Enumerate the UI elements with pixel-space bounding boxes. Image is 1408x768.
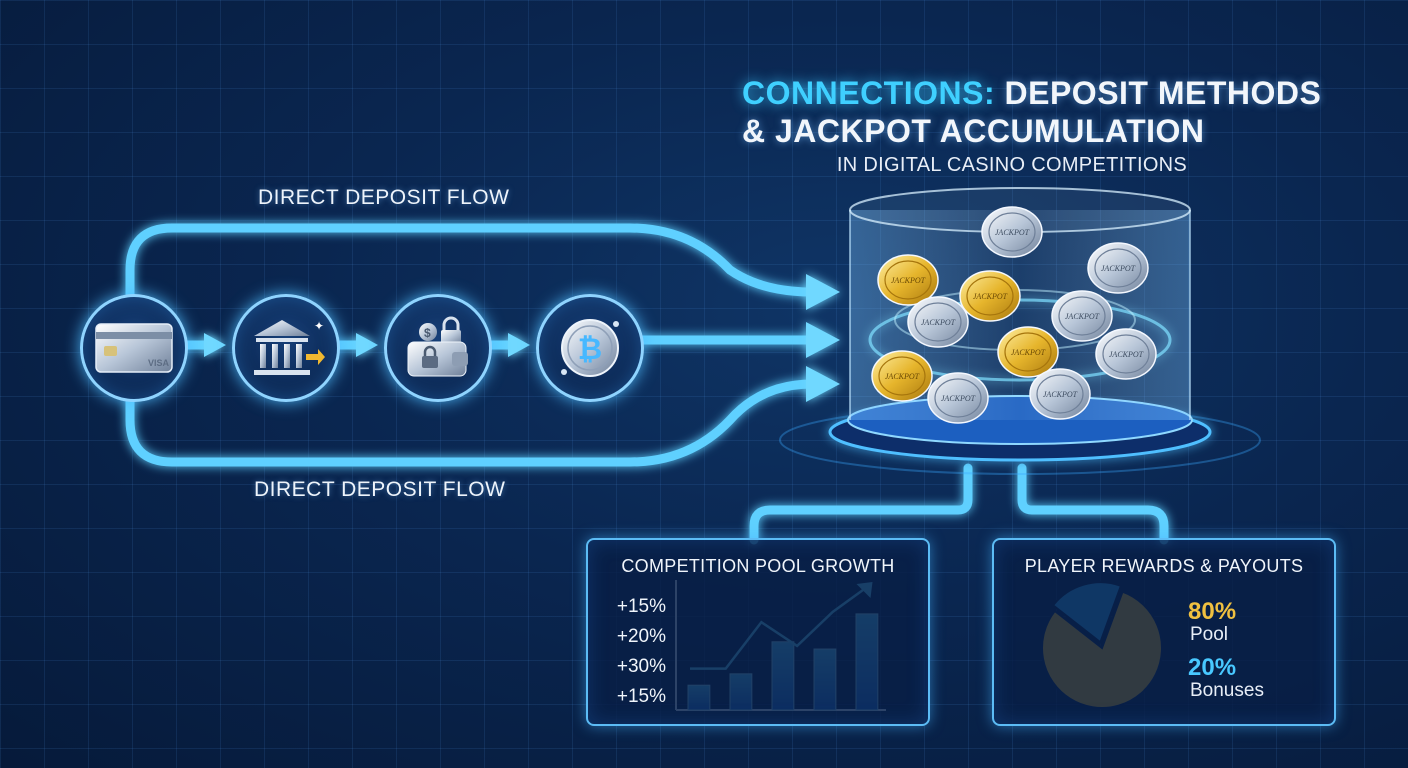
jackpot-coin-6: JACKPOT xyxy=(1051,290,1113,342)
coin-label: JACKPOT xyxy=(973,292,1008,301)
pool-to-rewards-path xyxy=(1017,463,1169,545)
svg-text:₿: ₿ xyxy=(578,332,602,367)
coin-label: JACKPOT xyxy=(1011,348,1046,357)
jackpot-coin-9: JACKPOT xyxy=(871,350,933,402)
coin-label: JACKPOT xyxy=(885,372,920,381)
jackpot-coin-11: JACKPOT xyxy=(1029,368,1091,420)
pool-growth-title: COMPETITION POOL GROWTH xyxy=(621,556,895,576)
rewards-panel: PLAYER REWARDS & PAYOUTS 80% Pool 20% Bo… xyxy=(992,538,1336,726)
jackpot-coin-7: JACKPOT xyxy=(997,326,1059,378)
arrow-link-2 xyxy=(356,333,378,357)
page-subtitle: IN DIGITAL CASINO COMPETITIONS xyxy=(836,154,1188,176)
arrow-middle xyxy=(806,322,840,358)
bank-node: ✦ xyxy=(232,294,340,402)
coin-label: JACKPOT xyxy=(1043,390,1078,399)
tick-label-1: +15% xyxy=(616,596,666,617)
top-flow-label: DIRECT DEPOSIT FLOW xyxy=(258,186,510,209)
arrow-link-1 xyxy=(204,333,226,357)
pool-percent: 80% xyxy=(1188,598,1237,625)
tick-label-4: +15% xyxy=(616,686,666,707)
pool-to-growth-path xyxy=(749,463,973,545)
coin-label: JACKPOT xyxy=(1101,264,1136,273)
svg-text:✦: ✦ xyxy=(314,319,324,333)
jackpot-coin-1: JACKPOT xyxy=(981,206,1043,258)
e-wallet-node: $ xyxy=(384,294,492,402)
top-flow-path xyxy=(125,223,817,305)
svg-text:$: $ xyxy=(424,326,431,340)
bitcoin-icon: ₿ xyxy=(561,319,619,377)
e-wallet-icon: $ xyxy=(407,316,468,377)
card-brand: VISA xyxy=(148,358,170,368)
bottom-flow-path xyxy=(125,335,817,467)
tick-label-3: +30% xyxy=(616,656,666,677)
bitcoin-node: ₿ xyxy=(536,294,644,402)
bonuses-label: Bonuses xyxy=(1190,680,1264,701)
coin-label: JACKPOT xyxy=(891,276,926,285)
pool-label: Pool xyxy=(1190,624,1229,645)
pool-growth-panel: COMPETITION POOL GROWTH +15% +20% +30% +… xyxy=(586,538,930,726)
arrow-link-3 xyxy=(508,333,530,357)
bottom-flow-label: DIRECT DEPOSIT FLOW xyxy=(254,478,506,501)
title-accent: CONNECTIONS: xyxy=(742,75,996,111)
bank-transfer-icon: ✦ xyxy=(254,319,325,375)
title-rest: DEPOSIT METHODS & JACKPOT ACCUMULATION xyxy=(742,75,1322,149)
arrow-bottom xyxy=(806,366,840,402)
bonuses-percent: 20% xyxy=(1188,654,1237,681)
coin-label: JACKPOT xyxy=(1065,312,1100,321)
coin-label: JACKPOT xyxy=(941,394,976,403)
jackpot-coin-8: JACKPOT xyxy=(1095,328,1157,380)
credit-card-node: VISA xyxy=(80,294,188,402)
coin-label: JACKPOT xyxy=(995,228,1030,237)
jackpot-coin-4: JACKPOT xyxy=(959,270,1021,322)
credit-card-icon: VISA xyxy=(95,323,173,373)
page-title: CONNECTIONS: DEPOSIT METHODS & JACKPOT A… xyxy=(742,74,1342,150)
jackpot-coin-3: JACKPOT xyxy=(1087,242,1149,294)
jackpot-coins: JACKPOT JACKPOT JACKPOT JACKPOT JACKPOT JACKP… xyxy=(871,206,1157,424)
jackpot-coin-10: JACKPOT xyxy=(927,372,989,424)
jackpot-coin-5: JACKPOT xyxy=(907,296,969,348)
arrow-top xyxy=(806,274,840,310)
coin-label: JACKPOT xyxy=(1109,350,1144,359)
coin-label: JACKPOT xyxy=(921,318,956,327)
rewards-title: PLAYER REWARDS & PAYOUTS xyxy=(1024,556,1304,576)
tick-label-2: +20% xyxy=(616,626,666,647)
jackpot-coin-2: JACKPOT xyxy=(877,254,939,306)
